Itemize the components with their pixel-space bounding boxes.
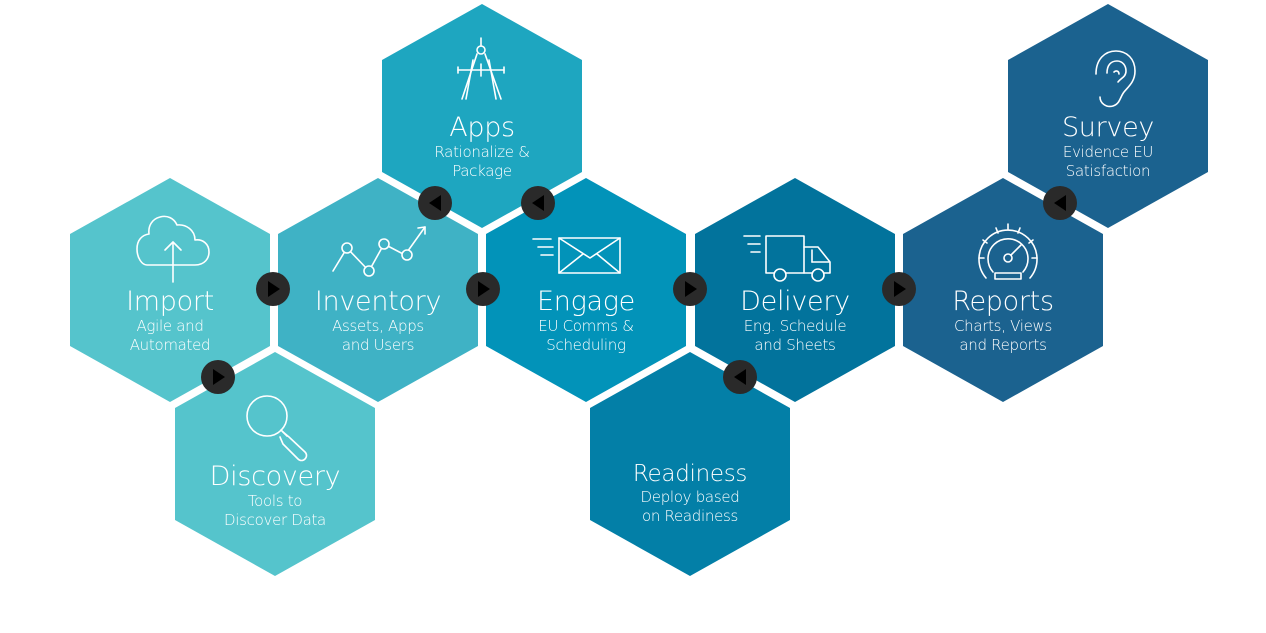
- node-inventory: Inventory Assets, Apps and Users: [278, 287, 478, 355]
- node-title: Delivery: [740, 286, 850, 317]
- hex-readiness: [590, 352, 790, 576]
- node-subtitle-line: Automated: [129, 336, 211, 354]
- node-import: Import Agile and Automated: [70, 287, 270, 355]
- node-subtitle-line: and Sheets: [754, 336, 836, 354]
- node-title: Apps: [449, 112, 515, 143]
- node-subtitle-line: and Reports: [959, 336, 1047, 354]
- speedometer-icon: [978, 223, 1038, 280]
- node-subtitle-line: Evidence EU: [1062, 143, 1154, 161]
- compass-icon: [457, 37, 505, 100]
- node-title: Inventory: [314, 286, 442, 317]
- hex-reports: [903, 178, 1103, 402]
- connector-reports-to-survey: [1043, 186, 1077, 220]
- node-subtitle-line: Satisfaction: [1065, 162, 1151, 180]
- node-title: Reports: [952, 286, 1054, 317]
- connector-delivery-to-reports: [882, 272, 916, 306]
- connector-engage-to-apps: [521, 186, 555, 220]
- node-title: Import: [126, 286, 214, 317]
- node-subtitle-line: Deploy based: [640, 488, 740, 506]
- cloud-upload-icon: [136, 215, 210, 283]
- ear-icon: [1095, 50, 1136, 108]
- node-reports: Reports Charts, Views and Reports: [903, 287, 1103, 355]
- node-subtitle-line: Package: [452, 162, 512, 180]
- node-subtitle-line: Assets, Apps: [332, 317, 424, 335]
- node-engage: Engage EU Comms & Scheduling: [486, 287, 686, 355]
- connector-import-to-inventory: [256, 272, 290, 306]
- connector-delivery-to-readiness: [723, 360, 757, 394]
- node-subtitle-line: Scheduling: [546, 336, 626, 354]
- node-title: Readiness: [632, 461, 748, 487]
- node-subtitle-line: Eng. Schedule: [743, 317, 847, 335]
- connector-import-to-discovery: [201, 360, 235, 394]
- node-subtitle-line: Rationalize &: [434, 143, 530, 161]
- node-title: Engage: [537, 286, 635, 317]
- node-subtitle-line: on Readiness: [641, 507, 739, 525]
- connector-inventory-to-apps: [418, 186, 452, 220]
- node-survey: Survey Evidence EU Satisfaction: [1008, 113, 1208, 181]
- hex-survey: [1008, 4, 1208, 228]
- node-delivery: Delivery Eng. Schedule and Sheets: [695, 287, 895, 355]
- connector-inventory-to-engage: [466, 272, 500, 306]
- magnifier-icon: [246, 395, 308, 462]
- node-subtitle-line: Agile and: [136, 317, 204, 335]
- node-subtitle-line: Tools to: [247, 492, 303, 510]
- hex-discovery: [175, 352, 375, 576]
- connector-engage-to-delivery: [673, 272, 707, 306]
- hex-apps: [382, 4, 582, 228]
- hex-delivery: [695, 178, 895, 402]
- node-subtitle-line: EU Comms &: [538, 317, 634, 335]
- node-discovery: Discovery Tools to Discover Data: [175, 462, 375, 530]
- hex-import: [70, 178, 270, 402]
- node-apps: Apps Rationalize & Package: [382, 113, 582, 181]
- node-readiness: Readiness Deploy based on Readiness: [590, 460, 790, 526]
- node-title: Discovery: [209, 461, 341, 492]
- line-graph-icon: [332, 226, 426, 277]
- node-title: Survey: [1061, 112, 1155, 143]
- hex-engage: [486, 178, 686, 402]
- truck-icon: [743, 235, 831, 282]
- node-subtitle-line: and Users: [341, 336, 415, 354]
- envelope-icon: [532, 237, 621, 274]
- hex-inventory: [278, 178, 478, 402]
- node-subtitle-line: Discover Data: [224, 511, 326, 529]
- node-subtitle-line: Charts, Views: [953, 317, 1053, 335]
